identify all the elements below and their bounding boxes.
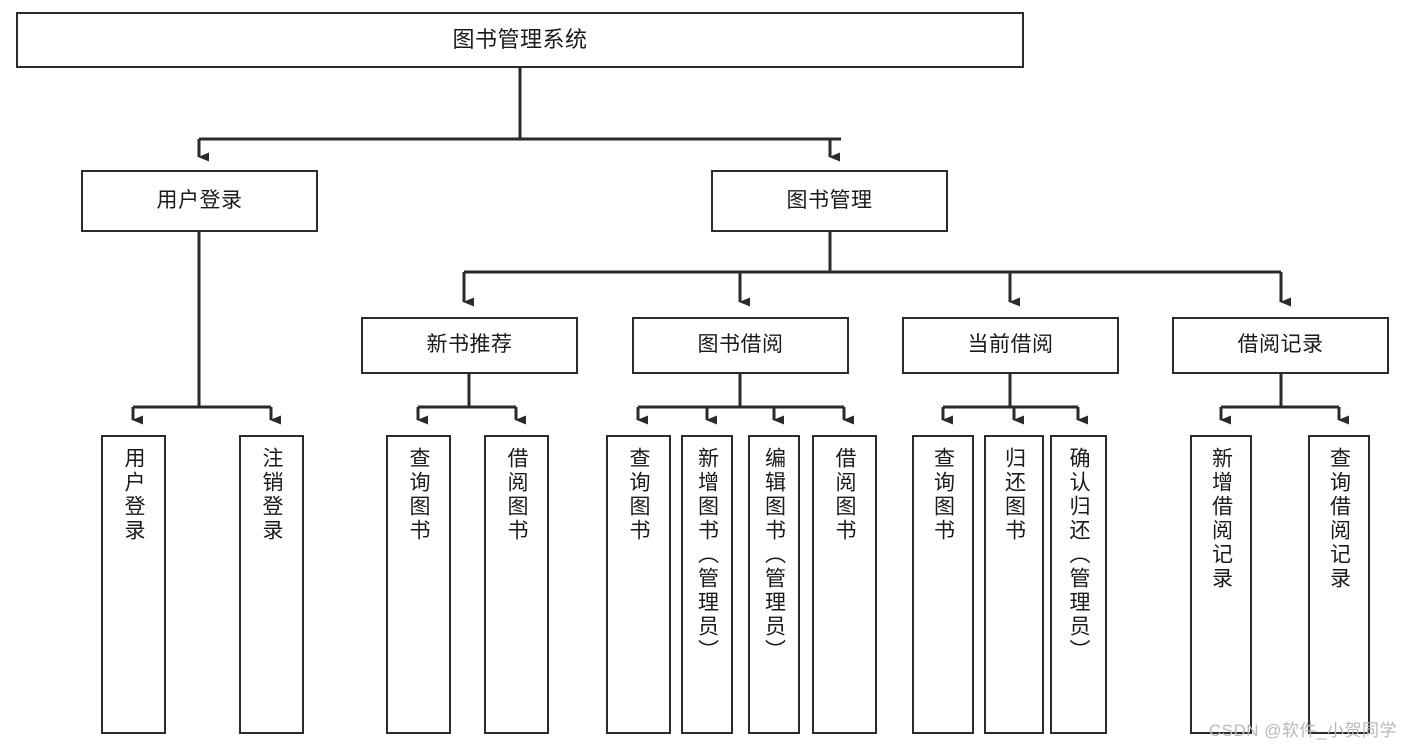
node-label: 当前借阅	[967, 333, 1054, 357]
node-borrow-record[interactable]: 借阅记录	[1172, 317, 1389, 374]
leaf-edit-book-admin[interactable]: 编辑图书（管理员）	[748, 435, 800, 734]
leaf-add-borrow-record[interactable]: 新增借阅记录	[1190, 435, 1252, 734]
leaf-query-book-borrow[interactable]: 查询图书	[606, 435, 671, 734]
leaf-logout[interactable]: 注销登录	[239, 435, 304, 734]
leaf-borrow-book-recommend[interactable]: 借阅图书	[484, 435, 549, 734]
node-label: 新增图书（管理员）	[695, 447, 719, 663]
node-label: 编辑图书（管理员）	[762, 447, 786, 663]
node-label: 新增借阅记录	[1209, 447, 1233, 591]
leaf-borrow-book[interactable]: 借阅图书	[812, 435, 877, 734]
node-label: 确认归还（管理员）	[1067, 447, 1090, 663]
node-current-borrow[interactable]: 当前借阅	[902, 317, 1119, 374]
node-book-borrow[interactable]: 图书借阅	[632, 317, 849, 374]
node-label: 查询图书	[407, 447, 430, 543]
node-label: 归还图书	[1002, 447, 1026, 543]
leaf-query-book-current[interactable]: 查询图书	[912, 435, 974, 734]
leaf-return-book[interactable]: 归还图书	[984, 435, 1044, 734]
node-label: 查询图书	[627, 447, 650, 543]
leaf-query-book-recommend[interactable]: 查询图书	[386, 435, 451, 734]
node-label: 图书管理	[786, 188, 873, 212]
leaf-confirm-return-admin[interactable]: 确认归还（管理员）	[1050, 435, 1107, 734]
node-label: 借阅记录	[1237, 333, 1324, 357]
leaf-user-login[interactable]: 用户登录	[101, 435, 166, 734]
node-label: 借阅图书	[833, 447, 856, 543]
node-label: 新书推荐	[426, 333, 513, 357]
node-label: 注销登录	[260, 447, 283, 543]
leaf-query-borrow-record[interactable]: 查询借阅记录	[1308, 435, 1370, 734]
node-user-login[interactable]: 用户登录	[81, 170, 318, 232]
node-label: 查询借阅记录	[1327, 447, 1351, 591]
node-label: 用户登录	[122, 447, 145, 543]
leaf-add-book-admin[interactable]: 新增图书（管理员）	[681, 435, 733, 734]
node-label: 借阅图书	[505, 447, 528, 543]
watermark-text: CSDN @软件_小贺同学	[1208, 721, 1397, 740]
node-label: 图书借阅	[697, 333, 784, 357]
node-label: 查询图书	[931, 447, 955, 543]
node-book-management[interactable]: 图书管理	[711, 170, 948, 232]
node-new-book-recommend[interactable]: 新书推荐	[361, 317, 578, 374]
node-label: 图书管理系统	[452, 26, 588, 52]
node-root[interactable]: 图书管理系统	[16, 12, 1024, 68]
node-label: 用户登录	[156, 188, 243, 212]
